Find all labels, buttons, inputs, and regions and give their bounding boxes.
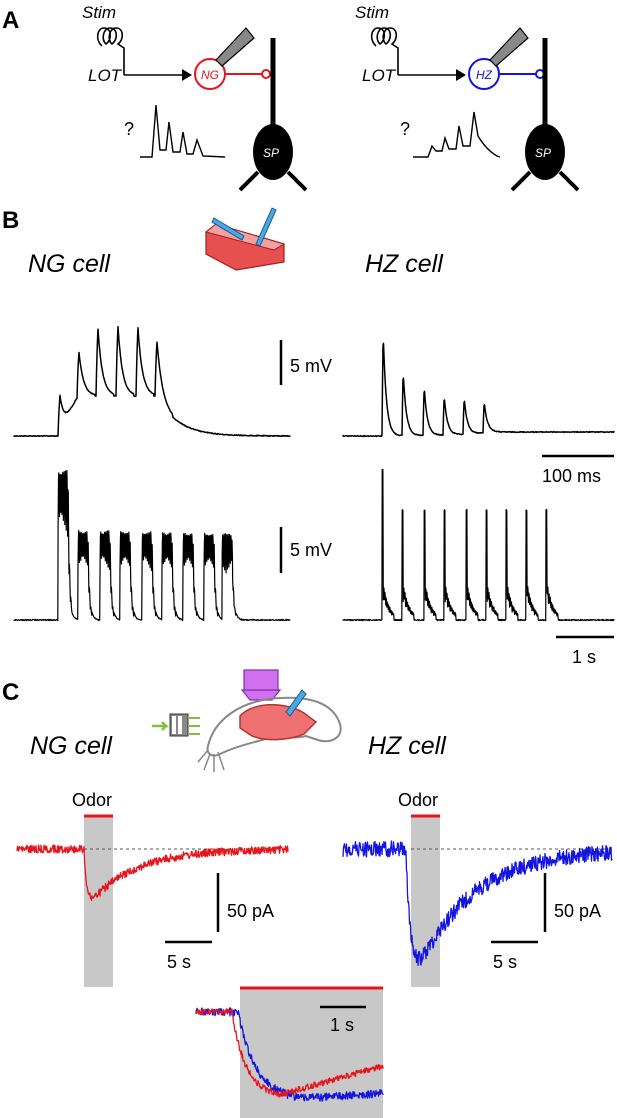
- panel-b-letter: B: [2, 207, 19, 234]
- lot-label-left: LOT: [88, 66, 123, 85]
- scale-pa-ng: 50 pA: [227, 901, 274, 921]
- ng-trace-100ms: [13, 326, 291, 438]
- b-hz-title: HZ cell: [365, 250, 444, 278]
- panel-a-letter: A: [2, 7, 19, 34]
- schematic-ng: Stim LOT NG SP ?: [82, 3, 308, 192]
- sp-label-right: SP: [535, 146, 551, 160]
- brain-slice-icon: [204, 207, 286, 271]
- pipette-icon: [489, 27, 529, 67]
- c-hz-title: HZ cell: [368, 732, 447, 760]
- scale-mv-top: 5 mV: [290, 356, 332, 376]
- inset-ng-trace: [195, 1008, 384, 1098]
- scale-mv-bottom: 5 mV: [290, 540, 332, 560]
- lot-label-right: LOT: [362, 66, 397, 85]
- hz-cell-label: HZ: [476, 68, 493, 82]
- odor-label-ng: Odor: [72, 790, 112, 810]
- ng-trace-1s: [13, 469, 291, 622]
- hz-odor-trace: [342, 840, 613, 966]
- question-left: ?: [124, 119, 134, 139]
- odor-window-hz: [411, 817, 440, 987]
- ng-cell-label: NG: [201, 68, 219, 82]
- sp-neuron-icon: [525, 124, 565, 180]
- odor-window-ng: [84, 817, 113, 987]
- question-right: ?: [400, 119, 410, 139]
- scale-pa-hz: 50 pA: [554, 901, 601, 921]
- scale-s-ng: 5 s: [167, 952, 191, 972]
- panel-c-letter: C: [2, 679, 19, 706]
- hz-trace-1s: [342, 468, 615, 622]
- ng-odor-trace: [16, 844, 289, 901]
- c-ng-title: NG cell: [30, 732, 113, 760]
- odor-label-hz: Odor: [398, 790, 438, 810]
- stim-electrode-icon: [370, 27, 399, 75]
- stim-label-left: Stim: [82, 3, 116, 22]
- sp-neuron-icon: [253, 124, 293, 180]
- b-ng-title: NG cell: [28, 250, 111, 278]
- scale-s-inset: 1 s: [330, 1015, 354, 1035]
- stim-label-right: Stim: [355, 3, 389, 22]
- inset-odor-window: [240, 989, 383, 1118]
- scale-s-b: 1 s: [572, 647, 596, 667]
- scale-ms: 100 ms: [542, 466, 601, 486]
- schematic-hz: Stim LOT HZ SP ?: [355, 3, 580, 192]
- sp-label-left: SP: [263, 146, 279, 160]
- in-vivo-setup-icon: [152, 669, 342, 772]
- scale-s-hz: 5 s: [493, 952, 517, 972]
- stim-electrode-icon: [96, 27, 125, 75]
- hz-trace-100ms: [342, 342, 615, 438]
- pipette-icon: [215, 27, 255, 67]
